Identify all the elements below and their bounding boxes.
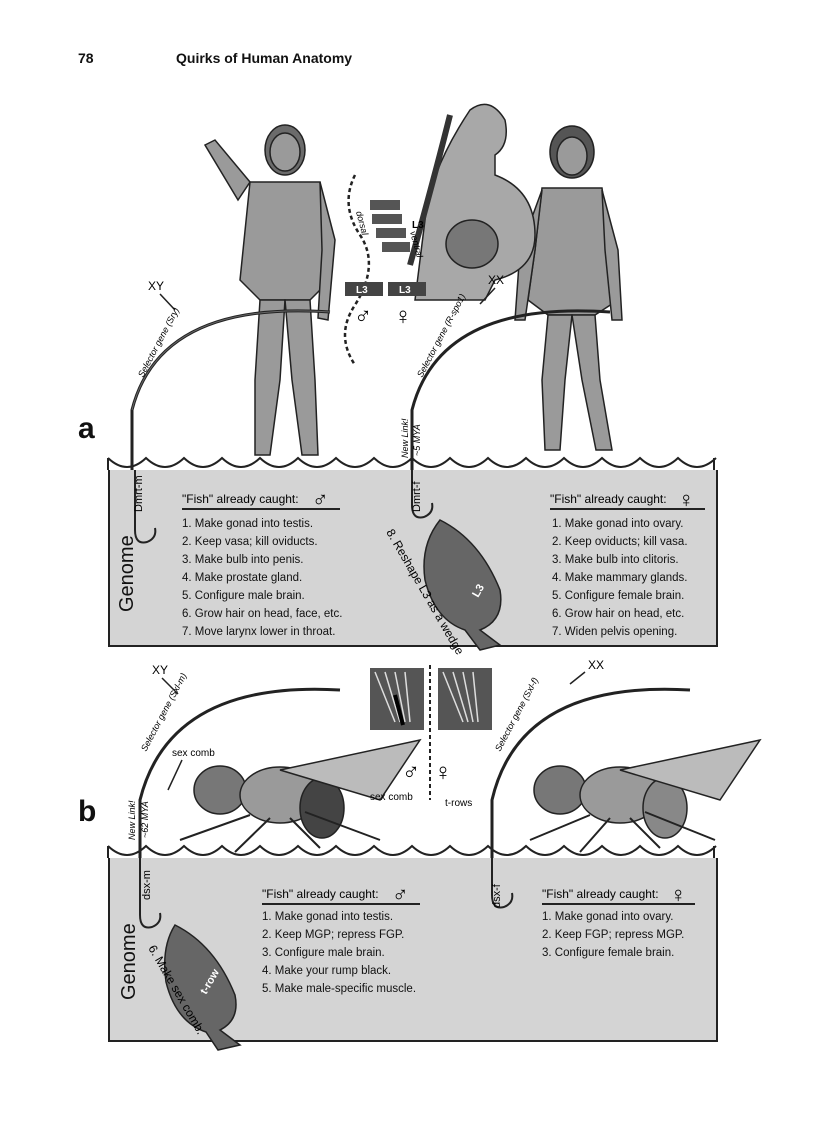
panel-b-female-symbol-center: ♀	[434, 759, 452, 786]
male-figure	[203, 124, 336, 456]
list-item: 3. Make bulb into clitoris.	[552, 554, 679, 566]
t-rows-inset	[438, 668, 492, 730]
list-item: 4. Make prostate gland.	[182, 572, 303, 584]
panel-b-label: b	[78, 795, 97, 828]
panel-b-female-rod	[490, 687, 691, 909]
list-item: 3. Configure female brain.	[542, 947, 675, 959]
panel-b-female-hook-gene: dsx-f	[491, 883, 503, 908]
panel-a-female-symbol: ♀	[678, 487, 695, 512]
panel-b-male-rod-label: Selector gene (Sxl-m)	[139, 671, 189, 753]
list-item: 1. Make gonad into testis.	[262, 911, 394, 923]
spine-male-box-label: L3	[356, 285, 368, 296]
list-item: 2. Keep vasa; kill oviducts.	[182, 536, 318, 548]
list-item: 2. Keep FGP; repress MGP.	[542, 929, 685, 941]
male-fly	[179, 738, 422, 853]
spine-l3-label: L3	[412, 220, 424, 231]
panel-a-male-chrom: XY	[148, 279, 164, 293]
panel-b-female-symbol: ♀	[670, 882, 687, 907]
panel-b-male-symbol-center: ♂	[402, 759, 420, 786]
list-item: 2. Keep MGP; repress FGP.	[262, 929, 405, 941]
panel-a-male-hook-gene: Dmrt-m	[133, 475, 145, 512]
running-title: Quirks of Human Anatomy	[176, 50, 353, 66]
list-item: 5. Configure female brain.	[552, 590, 685, 602]
panel-a-label: a	[78, 412, 95, 445]
spine-female-symbol: ♀	[394, 303, 412, 330]
panel-b-male-chrom: XY	[152, 663, 168, 677]
panel-b-male-rod	[138, 687, 341, 929]
list-item: 3. Configure male brain.	[262, 947, 385, 959]
panel-b-genome-label: Genome	[118, 923, 140, 1000]
list-item: 6. Grow hair on head, face, etc.	[182, 608, 343, 620]
list-item: 1. Make gonad into testis.	[182, 518, 314, 530]
panel-a-male-rod	[130, 309, 331, 544]
inset-sex-comb-label: sex comb	[370, 792, 413, 803]
panel-a-fish	[423, 519, 502, 651]
panel-a-male-heading: "Fish" already caught:	[182, 492, 299, 506]
panel-a-female-rod	[410, 309, 611, 519]
female-fly	[529, 738, 762, 853]
panel-b-new-link-age: ~62 MYA	[140, 801, 150, 838]
list-item: 1. Make gonad into ovary.	[552, 518, 684, 530]
panel-b-female-heading: "Fish" already caught:	[542, 887, 659, 901]
list-item: 2. Keep oviducts; kill vasa.	[552, 536, 688, 548]
panel-a-female-heading: "Fish" already caught:	[550, 492, 667, 506]
list-item: 5. Make male-specific muscle.	[262, 983, 417, 995]
panel-a-female-chrom: XX	[488, 273, 504, 287]
inset-t-rows-label: t-rows	[445, 798, 472, 809]
pregnant-profile-figure	[407, 103, 536, 301]
panel-b-sex-comb-label: sex comb	[172, 748, 215, 759]
page-number: 78	[78, 50, 94, 66]
list-item: 7. Move larynx lower in throat.	[182, 626, 336, 638]
panel-a-male-symbol: ♂	[312, 487, 329, 512]
list-item: 4. Make your rump black.	[262, 965, 392, 977]
panel-a-female-list: 1. Make gonad into ovary. 2. Keep oviduct…	[552, 515, 688, 641]
spine-male-symbol: ♂	[354, 303, 372, 330]
list-item: 7. Widen pelvis opening.	[552, 626, 678, 638]
panel-b-water-surface	[107, 844, 717, 856]
spine-diagram	[343, 174, 426, 366]
panel-a-new-link-age: ~5 MYA	[412, 424, 422, 456]
list-item: 3. Make bulb into penis.	[182, 554, 304, 566]
list-item: 6. Grow hair on head, etc.	[552, 608, 685, 620]
panel-a-male-list: 1. Make gonad into testis. 2. Keep vasa; …	[182, 515, 342, 641]
panel-b-male-hook-gene: dsx-m	[141, 870, 153, 900]
panel-b-female-list: 1. Make gonad into ovary. 2. Keep FGP; re…	[542, 908, 684, 962]
list-item: 5. Configure male brain.	[182, 590, 305, 602]
panel-b-female-chrom: XX	[588, 658, 604, 672]
panel-b-male-list: 1. Make gonad into testis. 2. Keep MGP; r…	[262, 908, 416, 998]
panel-a-new-link: New Link!	[400, 418, 410, 458]
panel-b-new-link: New Link!	[127, 800, 137, 840]
panel-b-male-symbol: ♂	[392, 882, 409, 907]
panel-a-fish-label: L3	[470, 582, 487, 599]
sex-comb-inset	[370, 668, 424, 730]
spine-female-box-label: L3	[399, 285, 411, 296]
panel-b-fish	[163, 924, 242, 1051]
list-item: 4. Make mammary glands.	[552, 572, 688, 584]
female-figure	[514, 125, 623, 451]
panel-a-female-hook-gene: Dmrt-f	[411, 481, 423, 512]
panel-b-female-rod-label: Selector gene (Sxl-f)	[493, 676, 540, 753]
panel-b-male-heading: "Fish" already caught:	[262, 887, 379, 901]
list-item: 1. Make gonad into ovary.	[542, 911, 674, 923]
